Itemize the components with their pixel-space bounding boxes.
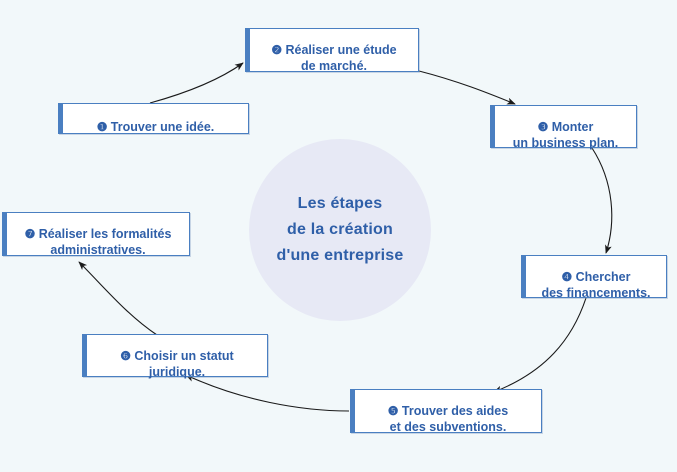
- step-text-1: Trouver une idée.: [110, 119, 215, 134]
- step-label-3: ❸ Monter un business plan.: [507, 103, 625, 151]
- step-box-7[interactable]: ❼ Réaliser les formalités administrative…: [2, 210, 190, 258]
- arrow-step2-to-step3: [418, 70, 516, 105]
- arrow-step4-to-step5: [493, 297, 587, 393]
- step-label-1: ❶ Trouver une idée.: [91, 103, 221, 135]
- step-box-5[interactable]: ❺ Trouver des aides et des subventions.: [350, 387, 542, 435]
- step-text-3: Monter un business plan.: [512, 119, 619, 150]
- step-text-4: Chercher des financements.: [541, 269, 651, 300]
- arrow-step1-to-step2: [149, 62, 244, 104]
- step-box-6[interactable]: ❻ Choisir un statut juridique.: [82, 332, 268, 380]
- step-box-2[interactable]: ❷ Réaliser une étude de marché.: [245, 26, 419, 74]
- step-marker-6: ❻: [120, 348, 135, 363]
- step-text-2: Réaliser une étude de marché.: [285, 43, 397, 73]
- step-text-6: Choisir un statut juridique.: [134, 348, 234, 379]
- step-box-4[interactable]: ❹ Chercher des financements.: [521, 253, 667, 301]
- step-text-5: Trouver des aides et des subventions.: [389, 404, 509, 434]
- arrow-step3-to-step4: [591, 147, 613, 254]
- step-box-3[interactable]: ❸ Monter un business plan.: [490, 103, 637, 151]
- center-circle: Les étapes de la création d'une entrepri…: [249, 139, 431, 321]
- step-marker-1: ❶: [96, 119, 111, 134]
- step-marker-7: ❼: [24, 227, 39, 241]
- step-label-7: ❼ Réaliser les formalités administrative…: [19, 210, 178, 258]
- step-label-5: ❺ Trouver des aides et des subventions.: [382, 387, 514, 435]
- step-marker-3: ❸: [537, 119, 552, 134]
- step-marker-2: ❷: [271, 43, 286, 57]
- step-marker-5: ❺: [387, 404, 402, 418]
- step-box-1[interactable]: ❶ Trouver une idée.: [58, 103, 249, 134]
- step-marker-4: ❹: [561, 269, 576, 284]
- center-title-line-3: d'une entreprise: [276, 247, 404, 264]
- center-title-line-2: de la création: [287, 221, 393, 238]
- arrow-step6-to-step7: [78, 261, 158, 336]
- step-label-6: ❻ Choisir un statut juridique.: [114, 332, 239, 380]
- step-text-7: Réaliser les formalités administratives.: [38, 227, 172, 257]
- center-title-line-1: Les étapes: [297, 195, 383, 212]
- step-label-2: ❷ Réaliser une étude de marché.: [265, 26, 402, 74]
- step-label-4: ❹ Chercher des financements.: [535, 253, 656, 301]
- arrow-step5-to-step6: [185, 374, 350, 412]
